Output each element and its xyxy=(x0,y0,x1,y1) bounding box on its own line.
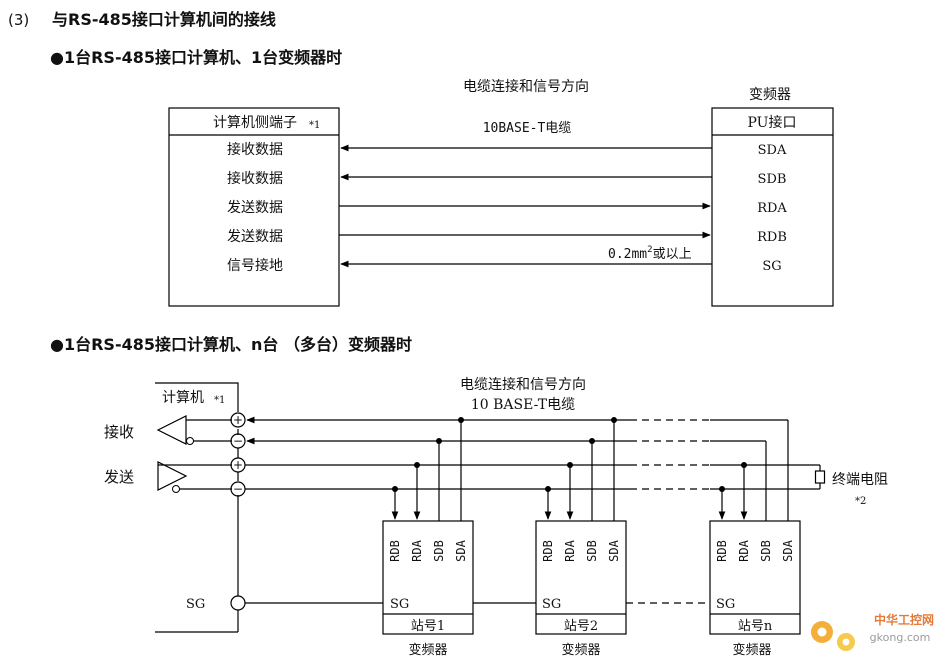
bus-lines xyxy=(245,416,820,604)
station-1: SG 站号1 变频器 RDB RDA SDB SDA xyxy=(382,417,474,658)
case1-wire-spec: 0.2mm2或以上 xyxy=(608,245,692,262)
station-2-rdb: RDB xyxy=(541,540,555,562)
send-label: 发送 xyxy=(104,468,134,486)
case1-terminal-sg: SG xyxy=(762,259,781,274)
terminating-resistor-icon xyxy=(814,465,826,489)
station-1-name: 站号1 xyxy=(411,619,445,634)
send-minus-sign: − xyxy=(233,482,243,496)
station-n-name: 站号n xyxy=(738,619,773,634)
station-2-sda: SDA xyxy=(607,539,621,561)
send-plus-sign: + xyxy=(233,458,243,472)
case1-note-ref-1: *1 xyxy=(309,120,320,131)
station-n: SG 站号n 变频器 RDB RDA SDB SDA xyxy=(709,420,801,658)
case1-inverter-box: PU接口 SDA SDB RDA RDB SG xyxy=(711,107,834,307)
case1-computer-box: 计算机侧端子 *1 接收数据 接收数据 发送数据 发送数据 信号接地 xyxy=(168,107,340,307)
station-1-sg: SG xyxy=(390,597,409,612)
computer-terminals: + − + − xyxy=(230,412,246,611)
station-2-sg: SG xyxy=(542,597,561,612)
case1-terminal-rda: RDA xyxy=(757,201,787,216)
case2-note-ref-1: *1 xyxy=(214,395,225,406)
station-1-sda: SDA xyxy=(454,539,468,561)
case1-terminal-sdb: SDB xyxy=(758,172,787,187)
station-1-rdb: RDB xyxy=(388,540,402,562)
station-1-sdb: SDB xyxy=(432,540,446,562)
station-n-rdb: RDB xyxy=(715,540,729,562)
station-1-caption: 变频器 xyxy=(408,642,447,658)
case1-terminal-rdb: RDB xyxy=(757,230,787,245)
case1-pu-port: PU接口 xyxy=(748,114,797,131)
station-n-sda: SDA xyxy=(781,539,795,561)
case2-computer-label: 计算机 xyxy=(162,390,204,406)
case1-terminal-ground: 信号接地 xyxy=(227,257,283,274)
watermark-brand: 中华工控网 xyxy=(874,612,934,627)
receiver-buffer-icon xyxy=(156,415,232,445)
receive-minus-sign: − xyxy=(233,434,243,448)
watermark-site: gkong.com xyxy=(870,631,931,644)
station-n-sdb: SDB xyxy=(759,540,773,562)
section-title: 与RS-485接口计算机间的接线 xyxy=(52,10,276,29)
case2-cable-type: 10 BASE-T电缆 xyxy=(471,397,575,413)
case2-computer-frame: 计算机 *1 xyxy=(155,382,239,633)
case2-heading: ●1台RS-485接口计算机、n台 （多台）变频器时 xyxy=(50,335,412,354)
station-2-rda: RDA xyxy=(563,539,577,561)
case1-heading: ●1台RS-485接口计算机、1台变频器时 xyxy=(50,48,342,67)
transmitter-buffer-icon xyxy=(157,461,232,493)
case1-terminal-receive-1: 接收数据 xyxy=(227,141,283,158)
station-2: SG 站号2 变频器 RDB RDA SDB SDA xyxy=(535,417,627,658)
station-2-caption: 变频器 xyxy=(561,642,600,658)
station-2-sdb: SDB xyxy=(585,540,599,562)
watermark-logo: 中华工控网 gkong.com xyxy=(811,612,934,651)
case1-cable-direction: 电缆连接和信号方向 xyxy=(463,78,589,95)
section-number: (3) xyxy=(8,11,29,29)
case2-cable-direction: 电缆连接和信号方向 xyxy=(460,376,586,393)
case1-computer-title: 计算机侧端子 xyxy=(213,115,297,131)
case2-note-ref-2: *2 xyxy=(855,496,866,507)
case1-terminal-send-1: 发送数据 xyxy=(227,200,283,216)
station-n-sg: SG xyxy=(716,597,735,612)
station-2-name: 站号2 xyxy=(564,619,598,634)
station-1-rda: RDA xyxy=(410,539,424,561)
computer-sg-label: SG xyxy=(186,597,205,612)
terminator-label: 终端电阻 xyxy=(832,472,888,488)
station-n-caption: 变频器 xyxy=(732,642,771,658)
receive-label: 接收 xyxy=(104,423,134,441)
receive-plus-sign: + xyxy=(233,413,243,427)
case1-cable-type: 10BASE-T电缆 xyxy=(483,120,572,136)
case1-terminal-receive-2: 接收数据 xyxy=(227,170,283,187)
case1-terminal-sda: SDA xyxy=(758,143,787,158)
case1-terminal-send-2: 发送数据 xyxy=(227,229,283,245)
station-n-rda: RDA xyxy=(737,539,751,561)
case1-inverter-label: 变频器 xyxy=(749,87,791,103)
